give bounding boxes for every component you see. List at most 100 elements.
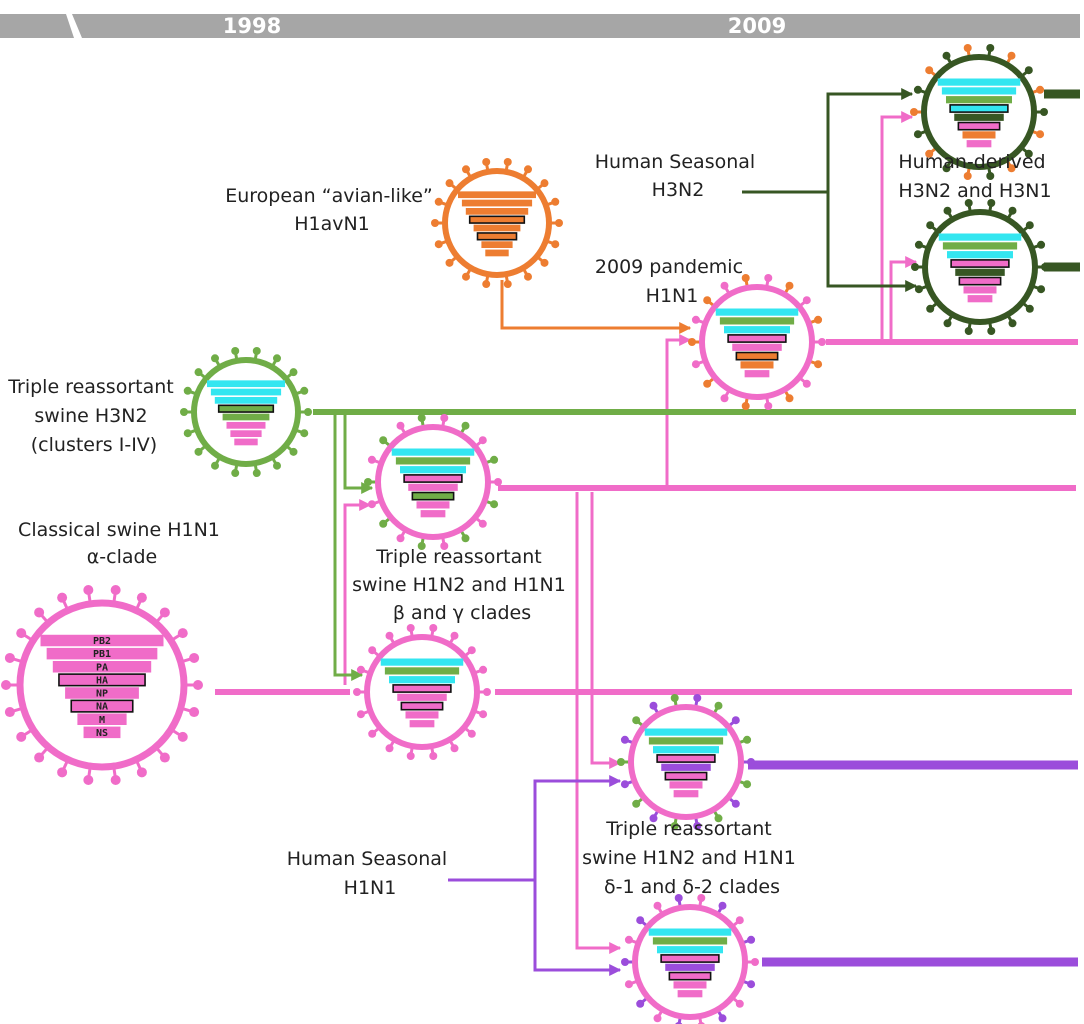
virus-spike-tip (910, 108, 918, 116)
virus-spike-tip (986, 43, 995, 52)
virus-spike-tip (1007, 164, 1016, 173)
gene-segment-bar (473, 224, 521, 232)
virus-spike-tip (479, 665, 488, 674)
virus-spike-tip (1, 680, 11, 690)
virus-spike-tip (110, 775, 121, 786)
gene-segment-bar (481, 241, 513, 248)
gene-segment-bar (392, 684, 452, 693)
gene-segment-bar (65, 687, 139, 699)
human-derived-virus-2 (911, 198, 1049, 336)
gene-segment-bar (461, 199, 533, 207)
virus-spike-tip (963, 43, 972, 52)
gene-segment-label: HA (96, 675, 108, 686)
delta-clades-label: Triple reassortant swine H1N2 and H1N1 δ… (582, 818, 802, 898)
virus-spike-tip (16, 628, 27, 639)
virus-spike-tip (1008, 319, 1017, 328)
virus-spike-tip (367, 455, 376, 464)
virus-spike-tip (653, 1014, 662, 1023)
green-arrow-to-alpha-variant (333, 412, 364, 681)
gene-segment-bar (485, 249, 509, 257)
human-h3n2-label-line1: Human Seasonal (595, 151, 755, 173)
delta-clades-label-line1: Triple reassortant (605, 818, 772, 840)
virus-spike-tip (183, 429, 192, 438)
virus-spike-tip (764, 402, 773, 411)
virus-spike-tip (653, 901, 662, 910)
virus-spike-tip (1041, 263, 1049, 271)
virus-spike-tip (714, 814, 723, 823)
pink-arrow-to-pandemic (665, 334, 692, 488)
gene-segment-label: PB1 (93, 649, 111, 660)
gene-segment-bar (665, 963, 715, 971)
virus-spike-tip (1024, 66, 1033, 75)
virus-spike-tip (300, 429, 309, 438)
virus-spike-tip (396, 421, 405, 430)
virus-spike-tip (478, 436, 487, 445)
gene-segment-bar (391, 448, 475, 456)
human-h3n2-label-line2: H3N2 (652, 179, 705, 201)
virus-spike-tip (555, 219, 563, 227)
gene-segment-bar (950, 259, 1010, 268)
virus-spike-tip (211, 354, 219, 363)
pink-arrow-to-beta-gamma (343, 499, 372, 685)
virus-spike-tip (461, 421, 470, 430)
virus-spike-tip (720, 394, 729, 403)
virus-spike-tip (697, 893, 706, 902)
virus-spike-tip (540, 258, 549, 267)
virus-spike-tip (450, 631, 459, 640)
gene-segment-bar (46, 647, 158, 660)
virus-spike-tip (911, 263, 919, 271)
triple-h3n2-label-line2: swine H3N2 (34, 405, 147, 427)
virus-spike-tip (963, 172, 972, 181)
timeline-bar-right (72, 14, 1080, 38)
lineage-lines (215, 88, 1080, 976)
virus-spike-tip (735, 916, 744, 925)
virus-spike-tip (379, 436, 388, 445)
gene-segment-bar (657, 946, 723, 954)
year-1998-label: 1998 (223, 14, 281, 38)
virus-spike-tip (34, 607, 45, 618)
virus-spike-tip (964, 327, 973, 336)
virus-spike-tip (1037, 240, 1046, 249)
virus-spike-tip (434, 240, 443, 249)
virus-spike-tip (273, 461, 281, 470)
gene-segment-bar (966, 140, 992, 148)
pink-arrow-to-delta1 (590, 492, 622, 769)
virus-spike-tip (83, 775, 94, 786)
virus-spike-tip (367, 500, 376, 509)
virus-spike-tip (136, 592, 147, 603)
virus-spike-tip (462, 272, 470, 281)
virus-spike-tip (741, 273, 750, 282)
gene-segment-bar (397, 693, 447, 701)
gene-segment-bar (476, 232, 518, 241)
delta2-virus (621, 893, 759, 1024)
dark-green-arrow-down (826, 192, 918, 292)
gene-segment-bar (732, 343, 782, 351)
dark-green-arrow-up (826, 88, 914, 192)
gene-segment-bar (955, 268, 1005, 276)
gene-segment-bar (380, 658, 464, 666)
gene-segment-bar (409, 720, 435, 728)
gene-segment-bar (957, 121, 1001, 131)
virus-spike-tip (747, 758, 755, 766)
gene-segment-label: M (99, 715, 105, 726)
pandemic-label: 2009 pandemic H1N1 (595, 256, 749, 307)
delta1-virus (617, 693, 755, 831)
classical-swine-label-line1: Classical swine H1N1 (18, 519, 220, 541)
virus-spike-tip (926, 221, 935, 230)
gene-segment-bar (210, 388, 282, 396)
virus-spike-tip (1036, 85, 1045, 94)
virus-spike-tip (720, 281, 729, 290)
virus-spike-tip (636, 916, 645, 925)
gene-segment-bar (465, 208, 529, 215)
gene-segment-bar (226, 421, 266, 429)
triple-h3n2-virus (180, 346, 312, 478)
pink-arrow-to-human-derived-2 (889, 256, 918, 342)
purple-arrow-to-delta1 (533, 775, 622, 880)
virus-spike-tip (914, 240, 923, 249)
gene-segment-bar (942, 242, 1018, 250)
beta-gamma-label-line1: Triple reassortant (375, 546, 542, 568)
gene-segment-bar (648, 737, 724, 745)
virus-spike-tip (429, 752, 438, 761)
